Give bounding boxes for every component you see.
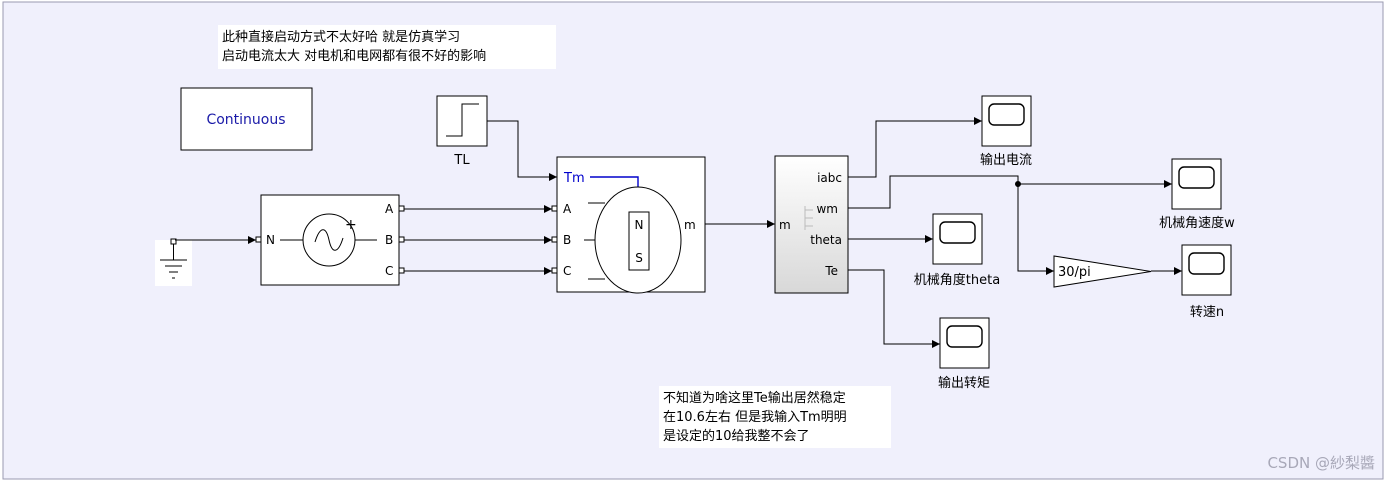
motor-pole-s: S: [635, 251, 643, 265]
bus-selector-out-iabc: iabc: [817, 171, 842, 185]
bottom-annotation-line-1: 不知道为啥这里Te输出居然稳定: [663, 390, 846, 406]
bottom-annotation[interactable]: 不知道为啥这里Te输出居然稳定 在10.6左右 但是我输入Tm明明 是设定的10…: [659, 386, 891, 448]
scope-icon: [1188, 252, 1225, 275]
source-port-n: N: [266, 233, 275, 247]
source-port-a: A: [385, 202, 394, 216]
scope-output-torque[interactable]: 输出转矩: [938, 317, 990, 391]
scope-theta-label: 机械角度theta: [914, 272, 1000, 288]
bus-selector-out-te: Te: [824, 264, 838, 278]
bus-selector-out-theta: theta: [810, 233, 842, 247]
scope-icon: [1178, 166, 1215, 189]
scope-icon: [939, 221, 976, 244]
scope-speed-w-label: 机械角速度w: [1159, 215, 1235, 231]
powergui-block[interactable]: Continuous: [180, 87, 313, 151]
motor-pole-n: N: [635, 218, 644, 232]
top-annotation-line-2: 启动电流太大 对电机和电网都有很不好的影响: [222, 48, 486, 64]
scope-speed-w[interactable]: 机械角速度w: [1159, 158, 1235, 231]
three-phase-source-block[interactable]: N A B C +: [255, 194, 405, 286]
scope-icon: [946, 325, 983, 348]
top-annotation[interactable]: 此种直接启动方式不太好哈 就是仿真学习 启动电流太大 对电机和电网都有很不好的影…: [218, 25, 556, 69]
motor-port-tm: Tm: [563, 171, 585, 186]
bus-selector-block[interactable]: m iabc wm theta Te: [774, 155, 849, 294]
motor-port-c: C: [563, 264, 571, 278]
scope-output-current-label: 输出电流: [980, 152, 1032, 168]
bus-selector-icon: [804, 206, 813, 230]
scope-output-torque-label: 输出转矩: [938, 375, 990, 391]
bottom-annotation-line-3: 是设定的10给我整不会了: [663, 428, 810, 444]
bottom-annotation-line-2: 在10.6左右 但是我输入Tm明明: [663, 409, 847, 425]
step-label: TL: [453, 153, 470, 168]
bus-selector-input-port: m: [779, 218, 791, 232]
source-port-b: B: [385, 233, 393, 247]
source-plus-sign: +: [345, 217, 357, 233]
motor-port-a: A: [563, 202, 572, 216]
scope-speed-n[interactable]: 转速n: [1181, 244, 1232, 320]
gain-block[interactable]: 30/pi: [1053, 255, 1152, 288]
scope-speed-n-label: 转速n: [1190, 305, 1224, 320]
top-annotation-line-1: 此种直接启动方式不太好哈 就是仿真学习: [222, 29, 460, 45]
step-icon: [446, 103, 479, 137]
signal-lines: [175, 117, 1182, 348]
motor-port-m: m: [684, 218, 696, 232]
scope-theta[interactable]: 机械角度theta: [914, 213, 1000, 288]
gain-label: 30/pi: [1058, 265, 1091, 280]
powergui-label: Continuous: [206, 112, 285, 128]
scope-icon: [988, 103, 1025, 126]
async-machine-block[interactable]: Tm A B C m N S: [551, 156, 706, 294]
scope-output-current[interactable]: 输出电流: [980, 95, 1032, 168]
watermark: CSDN @紗梨醬: [1267, 454, 1375, 472]
motor-port-b: B: [563, 233, 571, 247]
step-block[interactable]: TL: [436, 95, 488, 168]
source-port-c: C: [385, 264, 393, 278]
bus-selector-out-wm: wm: [816, 202, 838, 216]
ground-block[interactable]: [155, 238, 192, 286]
